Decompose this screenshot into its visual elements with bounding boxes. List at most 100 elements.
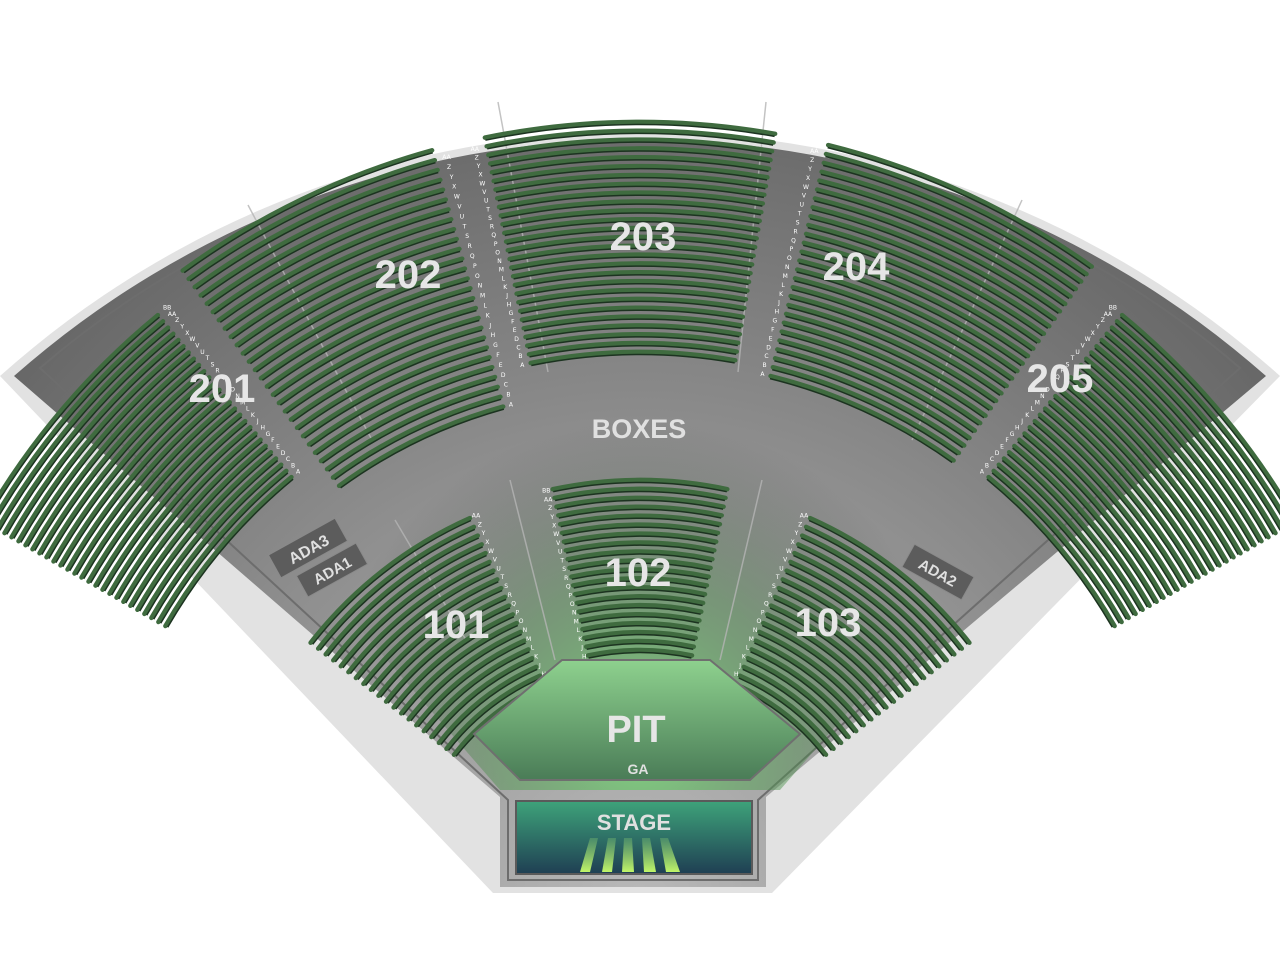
seat-row[interactable] [487,146,773,166]
seat-row[interactable] [516,287,749,305]
seat-row[interactable] [107,425,253,596]
seat-row[interactable] [563,540,717,553]
seat-row[interactable] [784,568,927,681]
seat-row[interactable] [1068,375,1229,564]
seat-row[interactable] [817,178,1073,299]
seat-row[interactable] [216,207,451,323]
seat-row[interactable] [486,137,775,158]
seat-row[interactable] [810,205,1057,322]
seat-row[interactable] [814,187,1068,307]
seat-row[interactable] [346,559,492,675]
seat-row[interactable] [557,513,723,527]
seat-row[interactable] [240,246,462,356]
section-102-label[interactable]: 102 [605,551,672,595]
seat-row[interactable] [86,406,238,584]
seat-row[interactable] [1022,431,1166,600]
seat-row[interactable] [204,187,446,306]
seat-row[interactable] [0,319,166,525]
seat-row[interactable] [484,128,776,149]
seat-row[interactable] [825,142,1095,269]
seat-row[interactable] [556,504,724,518]
seat-row[interactable] [550,477,730,492]
seat-row[interactable] [315,524,477,651]
seat-row[interactable] [783,311,994,411]
seat-row[interactable] [788,293,1004,396]
seat-row[interactable] [580,620,700,632]
seat-row[interactable] [775,347,972,441]
seat-row[interactable] [228,226,457,340]
seat-row[interactable] [521,314,744,331]
seat-row[interactable] [312,364,495,455]
seat-row[interactable] [288,325,484,422]
seat-row[interactable] [414,638,527,728]
seat-row[interactable] [821,160,1084,284]
seat-row[interactable] [44,368,207,560]
seat-row[interactable] [509,252,755,270]
seat-row[interactable] [258,276,470,381]
seat-row[interactable] [514,279,750,296]
seat-row[interactable] [578,612,702,623]
seat-row[interactable] [331,542,484,663]
seat-row[interactable] [2,331,176,536]
seat-row[interactable] [807,515,972,645]
seat-row[interactable] [338,550,488,669]
seat-row[interactable] [300,345,490,439]
seat-row[interactable] [517,296,747,314]
seat-row[interactable] [1017,437,1159,605]
seat-row[interactable] [210,197,449,315]
seat-row[interactable] [1042,406,1194,584]
seat-row[interactable] [72,393,227,576]
seat-row[interactable] [1037,412,1187,588]
boxes-label[interactable]: BOXES [592,414,687,444]
seat-row[interactable] [796,542,949,663]
seat-row[interactable] [776,585,912,693]
seat-row[interactable] [523,323,743,340]
seat-row[interactable] [391,612,516,710]
seat-row[interactable] [93,412,243,588]
seat-row[interactable] [1047,400,1201,580]
seat-row[interactable] [505,234,758,253]
seat-row[interactable] [398,620,519,716]
seat-row[interactable] [1099,337,1271,540]
seat-row[interactable] [264,286,473,389]
seat-row[interactable] [1083,356,1250,552]
seat-row[interactable] [1104,331,1278,536]
seat-row[interactable] [554,495,726,509]
seat-row[interactable] [991,468,1124,625]
seat-row[interactable] [270,295,476,397]
seat-row[interactable] [574,594,706,606]
seat-row[interactable] [986,474,1117,629]
seat-row[interactable] [737,673,836,752]
section-204-label[interactable]: 204 [823,245,890,289]
seat-row[interactable] [489,155,772,175]
seat-row[interactable] [318,374,498,464]
seat-row[interactable] [768,603,897,704]
seat-row[interactable] [803,231,1041,344]
seat-row[interactable] [330,394,503,480]
seat-row[interactable] [121,437,263,605]
seat-row[interactable] [500,208,762,227]
seat-row[interactable] [768,373,956,463]
seat-row[interactable] [1032,418,1180,592]
seat-row[interactable] [1001,456,1138,617]
seat-row[interactable] [198,177,443,298]
seat-row[interactable] [429,655,535,740]
seat-row[interactable] [792,276,1015,381]
seat-row[interactable] [336,404,506,489]
seat-row[interactable] [234,236,459,348]
seat-row[interactable] [323,533,481,657]
seat-row[interactable] [65,387,222,572]
seat-row[interactable] [491,164,770,184]
seat-row[interactable] [772,594,904,698]
section-103-label[interactable]: 103 [795,601,862,645]
seat-row[interactable] [163,474,294,629]
seat-row[interactable] [0,325,171,530]
seat-row[interactable] [252,266,468,373]
seat-row[interactable] [772,356,967,448]
seat-row[interactable] [149,462,284,621]
seat-row[interactable] [1027,425,1173,596]
